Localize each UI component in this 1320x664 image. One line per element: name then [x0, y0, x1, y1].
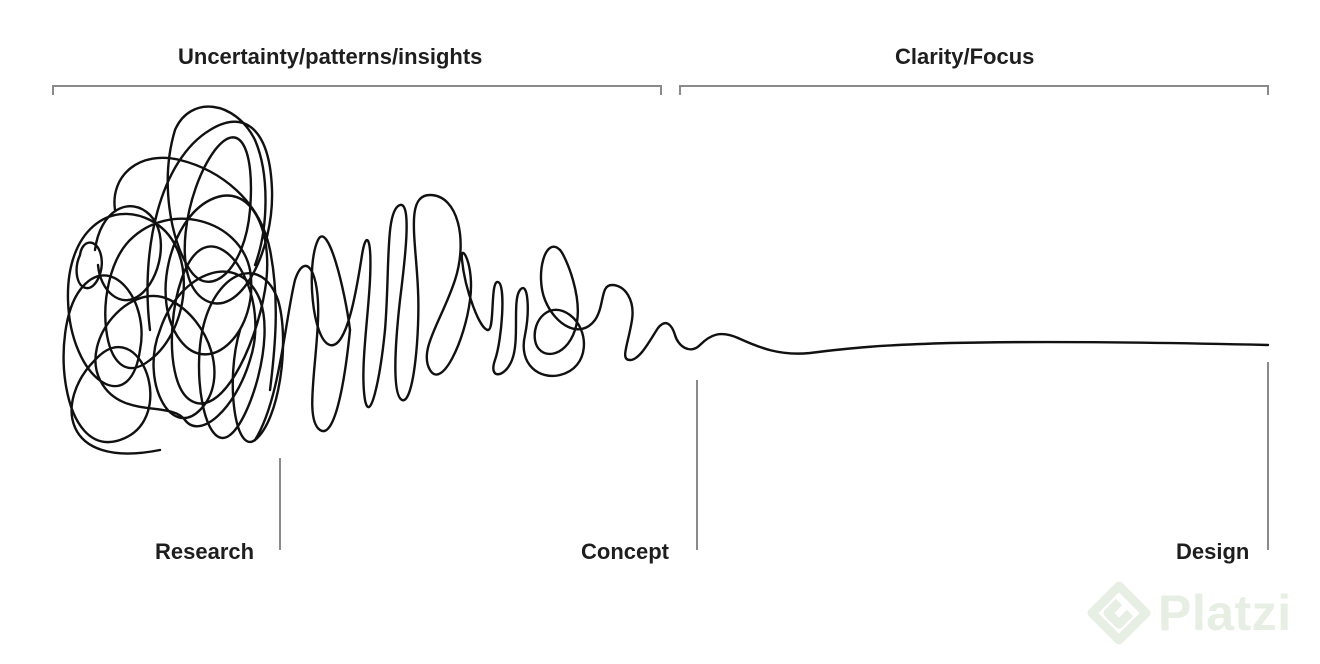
stage-label-concept: Concept: [581, 539, 669, 564]
phase-label-clarity: Clarity/Focus: [895, 44, 1035, 69]
clarity-bracket: [679, 85, 1269, 95]
stage-label-design: Design: [1176, 539, 1250, 564]
phase-label-uncertainty: Uncertainty/patterns/insights: [178, 44, 483, 69]
uncertainty-bracket: [52, 85, 662, 95]
squiggle-line: [62, 105, 1270, 455]
platzi-watermark: Platzi: [1086, 580, 1310, 656]
platzi-logo-icon: [1087, 581, 1151, 645]
stage-label-research: Research: [155, 539, 255, 564]
platzi-brand-text: Platzi: [1158, 585, 1292, 641]
